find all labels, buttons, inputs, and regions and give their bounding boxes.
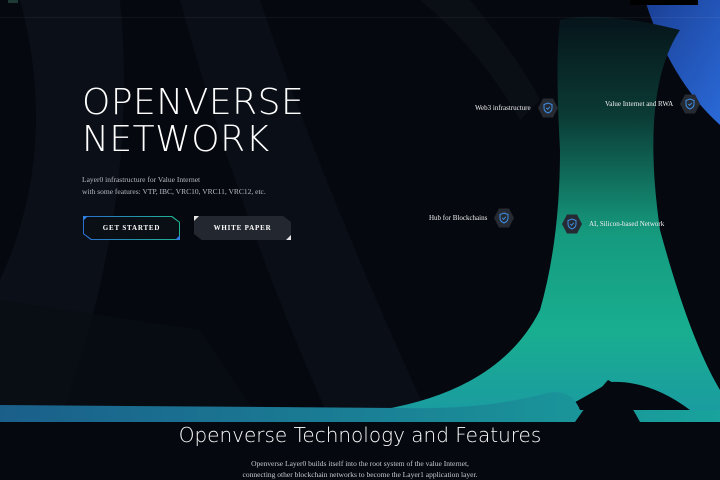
shield-check-icon <box>493 207 515 229</box>
feature-ai-silicon-network[interactable]: AI, Silicon-based Network <box>561 213 664 235</box>
white-paper-label: WHITE PAPER <box>213 224 272 232</box>
feature-label: Value Internet and RWA <box>605 100 674 108</box>
hero-title-line2: NETWORK <box>82 119 270 160</box>
feature-label: Hub for Blockchains <box>429 214 488 222</box>
shield-check-icon <box>561 213 583 235</box>
hero-subtitle-line1: Layer0 infrastructure for Value Internet <box>82 175 201 184</box>
section-description: Openverse Layer0 builds itself into the … <box>0 458 720 480</box>
hero-subtitle-line2: with some features: VTP, IBC, VRC10, VRC… <box>82 187 266 196</box>
corner-accent <box>175 235 180 240</box>
nav-action-button[interactable] <box>630 0 698 5</box>
get-started-button[interactable]: GET STARTED <box>83 216 180 240</box>
white-paper-button[interactable]: WHITE PAPER <box>194 216 291 240</box>
section-title: Openverse Technology and Features <box>178 423 542 447</box>
feature-label: Web3 infrastructure <box>475 104 531 112</box>
corner-accent <box>286 235 291 240</box>
get-started-label: GET STARTED <box>102 224 161 232</box>
button-inner <box>84 217 179 239</box>
section-desc-line1: Openverse Layer0 builds itself into the … <box>251 459 469 468</box>
shield-check-icon <box>537 97 559 119</box>
corner-accent <box>83 216 88 221</box>
hero-subtitle: Layer0 infrastructure for Value Internet… <box>82 174 266 198</box>
feature-hub-for-blockchains[interactable]: Hub for Blockchains <box>429 207 515 229</box>
hero-title-line1: OPENVERSE <box>82 82 305 123</box>
shield-check-icon <box>679 93 701 115</box>
feature-value-internet-rwa[interactable]: Value Internet and RWA <box>605 93 701 115</box>
top-navbar <box>0 0 720 18</box>
feature-label: AI, Silicon-based Network <box>589 220 665 228</box>
hero-title: OPENVERSE NETWORK <box>82 84 304 158</box>
feature-web3-infrastructure[interactable]: Web3 infrastructure <box>475 97 559 119</box>
logo-icon[interactable] <box>8 0 18 3</box>
section-desc-line2: connecting other blockchain networks to … <box>242 470 478 479</box>
corner-accent <box>194 216 199 221</box>
